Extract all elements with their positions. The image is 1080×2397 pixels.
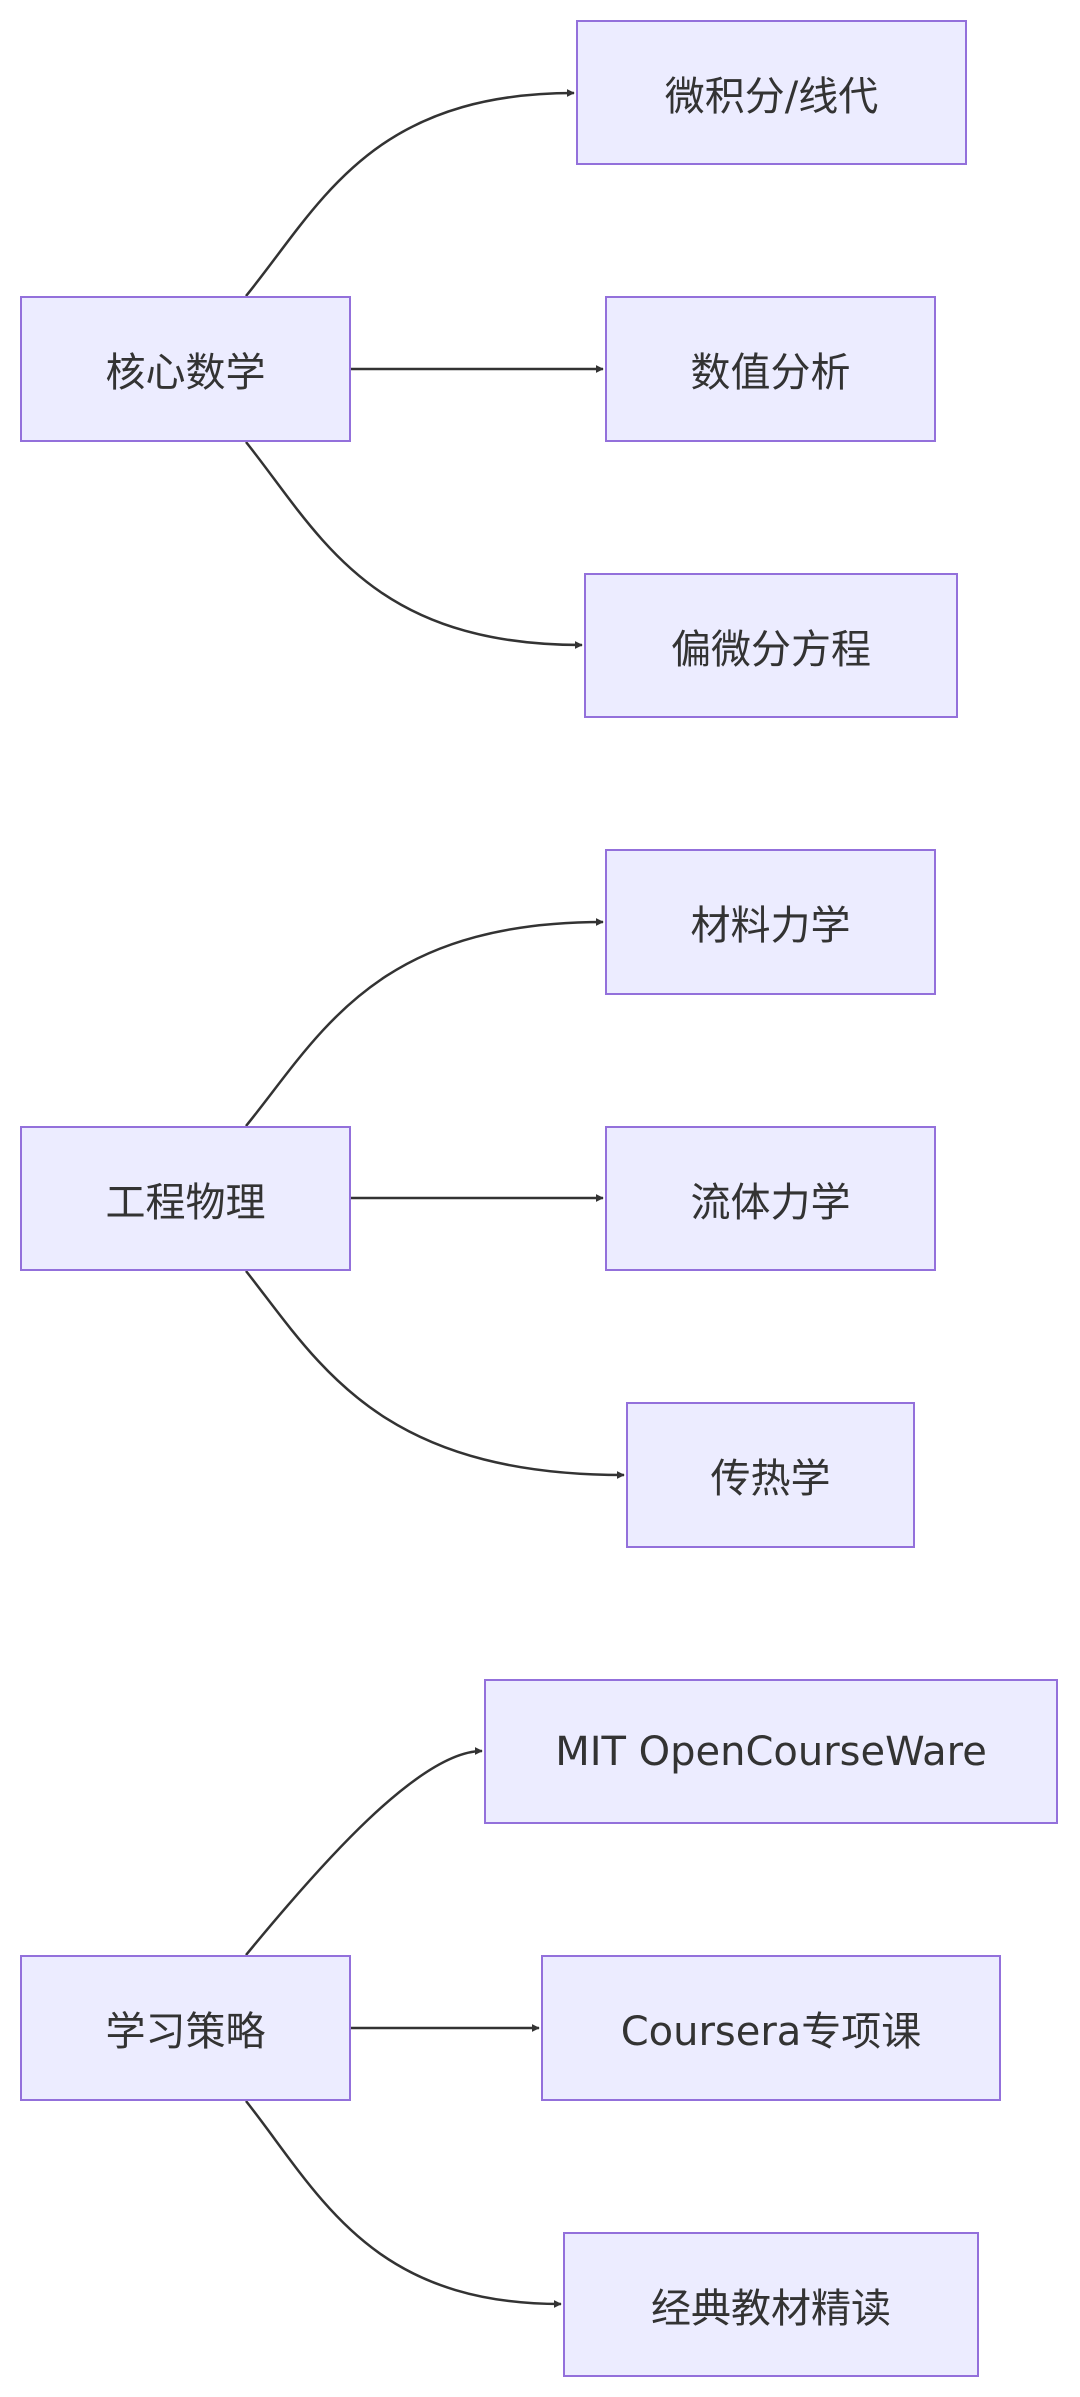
node-pde: 偏微分方程 [584, 573, 958, 718]
node-label: 经典教材精读 [651, 2285, 891, 2332]
node-label: 工程物理 [105, 1179, 266, 1226]
node-coursera-specialization: Coursera专项课 [541, 1955, 1001, 2101]
edge-math-pde [245, 441, 583, 649]
node-engineering-physics: 工程物理 [20, 1126, 351, 1271]
node-mechanics-of-materials: 材料力学 [605, 849, 936, 995]
node-heat-transfer: 传热学 [626, 1402, 915, 1548]
edge-strat-book [245, 2100, 562, 2308]
edge-phys-mat [245, 918, 604, 1127]
node-label: 核心数学 [105, 350, 266, 396]
edge-phys-heat [245, 1270, 625, 1479]
node-label: 流体力学 [690, 1179, 851, 1226]
node-mit-opencourseware: MIT OpenCourseWare [484, 1679, 1058, 1824]
node-label: 微积分/线代 [664, 73, 879, 120]
node-numerical-analysis: 数值分析 [605, 296, 936, 442]
node-calculus-linear-algebra: 微积分/线代 [576, 20, 967, 165]
node-label: 材料力学 [690, 903, 851, 949]
node-label: 偏微分方程 [671, 626, 871, 673]
edge-strat-mit [245, 1747, 483, 1956]
node-learning-strategy: 学习策略 [20, 1955, 351, 2101]
node-label: Coursera专项课 [620, 2009, 922, 2055]
node-core-math: 核心数学 [20, 296, 351, 442]
node-label: MIT OpenCourseWare [555, 1728, 987, 1775]
node-classic-textbooks: 经典教材精读 [563, 2232, 979, 2377]
node-fluid-mechanics: 流体力学 [605, 1126, 936, 1271]
edge-math-calc [245, 89, 575, 297]
node-label: 数值分析 [690, 350, 851, 396]
node-label: 传热学 [710, 1456, 831, 1502]
node-label: 学习策略 [105, 2009, 266, 2055]
